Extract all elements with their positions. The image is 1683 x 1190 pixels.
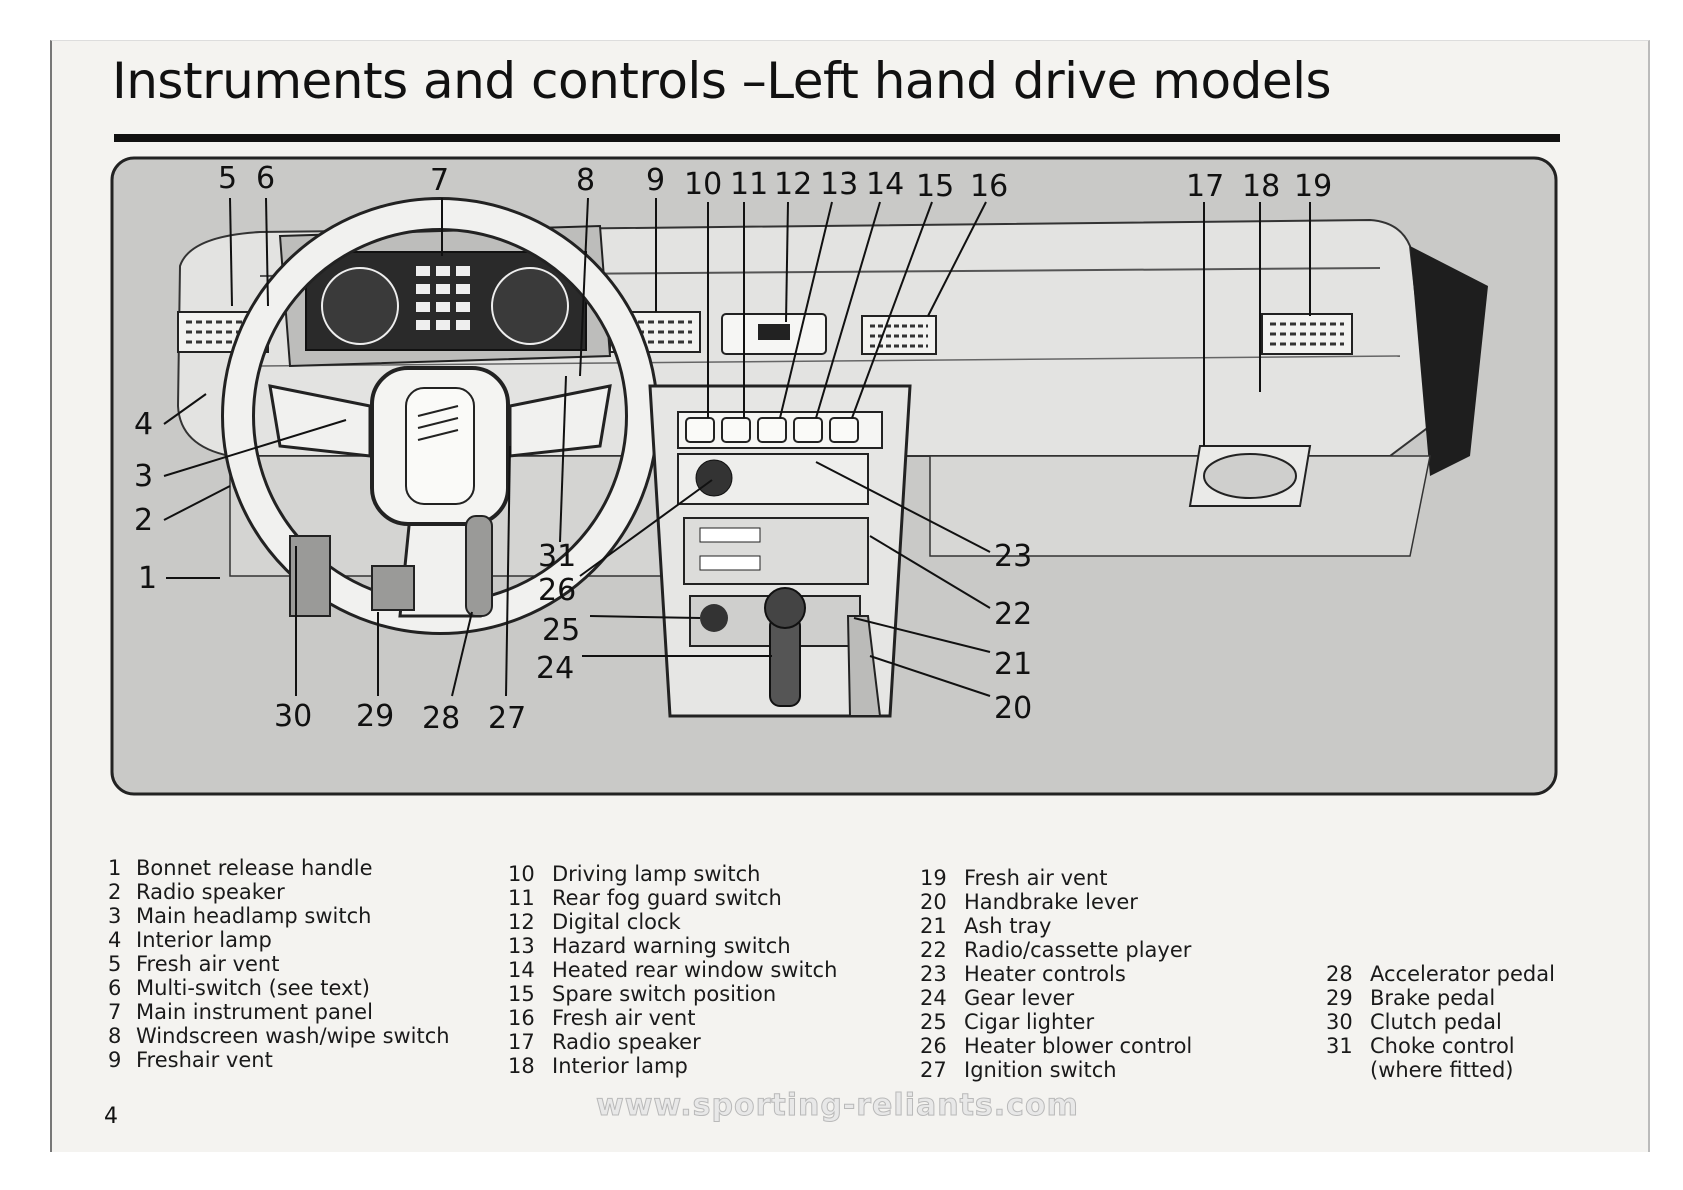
callout-3: 3 (134, 459, 153, 494)
callout-24: 24 (536, 651, 574, 686)
callout-7: 7 (430, 163, 449, 198)
callout-25: 25 (542, 613, 580, 648)
page-number: 4 (104, 1104, 118, 1129)
page-title: Instruments and controls –Left hand driv… (112, 52, 1332, 110)
watermark: www.sporting-reliants.com (596, 1088, 1079, 1124)
callout-2: 2 (134, 503, 153, 538)
vent-right (1261, 313, 1353, 355)
callout-5: 5 (218, 161, 237, 196)
callout-1: 1 (138, 561, 157, 596)
callout-8: 8 (576, 163, 595, 198)
legend-item-continuation: (where fitted) (1370, 1058, 1514, 1082)
vent-centre-right (861, 315, 937, 355)
callout-12: 12 (774, 167, 812, 202)
dashboard-diagram: 5 6 7 8 9 10 11 12 13 14 15 16 17 18 19 … (110, 156, 1558, 796)
callout-15: 15 (916, 169, 954, 204)
callout-13: 13 (820, 167, 858, 202)
steering-wheel (221, 197, 659, 635)
callout-19: 19 (1294, 169, 1332, 204)
callout-26: 26 (538, 573, 576, 608)
callout-9: 9 (646, 163, 665, 198)
callout-17: 17 (1186, 169, 1224, 204)
callout-28: 28 (422, 701, 460, 736)
pedals (289, 515, 493, 617)
callout-23: 23 (994, 539, 1032, 574)
callout-21: 21 (994, 647, 1032, 682)
instrument-binnacle (278, 224, 612, 368)
speaker-drawing (1188, 445, 1312, 507)
callout-10: 10 (684, 167, 722, 202)
callout-14: 14 (866, 167, 904, 202)
digital-clock-drawing (721, 313, 827, 355)
callout-30: 30 (274, 699, 312, 734)
callout-22: 22 (994, 597, 1032, 632)
centre-console (648, 384, 912, 718)
title-rule (114, 134, 1560, 142)
callout-16: 16 (970, 169, 1008, 204)
callout-20: 20 (994, 691, 1032, 726)
callout-18: 18 (1242, 169, 1280, 204)
callout-27: 27 (488, 701, 526, 736)
callout-31: 31 (538, 539, 576, 574)
callout-29: 29 (356, 699, 394, 734)
dashboard-shadow (1410, 246, 1488, 476)
callout-11: 11 (730, 167, 768, 202)
callout-labels: 5 6 7 8 9 10 11 12 13 14 15 16 17 18 19 … (134, 161, 1332, 736)
callout-4: 4 (134, 407, 153, 442)
callout-6: 6 (256, 161, 275, 196)
leader-lines (163, 197, 1311, 697)
